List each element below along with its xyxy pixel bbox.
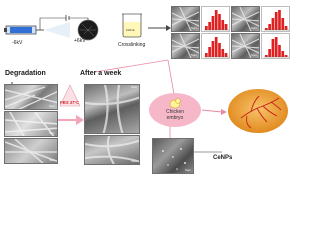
scale-label: 5μm	[191, 26, 197, 30]
collector-fibers	[80, 23, 96, 37]
fiber-texture	[172, 34, 199, 58]
histogram-bar	[274, 37, 278, 57]
after-week-label: After a week	[80, 70, 122, 77]
pbs-flask-body	[59, 84, 81, 107]
chicken-embryo-label: Chicken embryo	[165, 109, 185, 121]
histogram-bar	[218, 14, 221, 30]
histogram-bar	[265, 55, 268, 57]
histogram-svg	[204, 37, 229, 58]
scale-label: 5μm	[185, 168, 191, 172]
voltage-positive-label: +6kV	[74, 38, 86, 44]
sem-fiber-panel: 5μm	[171, 6, 200, 32]
pbs-text: PBS 37°C	[60, 100, 80, 105]
sem-fiber-panel: 5μm	[171, 33, 200, 59]
wire-top	[39, 17, 66, 30]
sem-fiber-panel: 5μm	[231, 33, 260, 59]
cenps-pointer	[194, 151, 222, 153]
pink-circle	[149, 93, 201, 127]
sem-degradation-before-2: 5μm	[4, 111, 58, 137]
histogram-bar	[278, 10, 281, 30]
fiber-texture	[5, 86, 57, 109]
histogram-bar	[221, 49, 225, 57]
fiber-texture	[5, 112, 57, 136]
histogram-bar	[271, 18, 275, 30]
crosslinking-label: Crosslinking	[118, 42, 146, 48]
histogram-svg	[264, 37, 289, 58]
degradation-label: Degradation	[5, 70, 46, 77]
electrospinning-setup	[4, 15, 99, 41]
histogram-bar	[218, 43, 221, 57]
scale-label: 5μm	[49, 131, 55, 135]
fiber-texture	[232, 34, 259, 58]
sem-fiber-panel: 5μm	[231, 6, 260, 32]
histogram-bar	[224, 53, 228, 57]
scale-label: 5μm	[191, 53, 197, 57]
blood-vessels	[240, 95, 282, 129]
voltage-negative-label: -6kV	[12, 40, 23, 46]
sem-cenps: 5μm	[152, 138, 194, 174]
sem-degradation-before-1: 5μm	[4, 84, 58, 110]
sem-degradation-before-3: 5μm	[4, 138, 58, 164]
histogram-bar	[208, 47, 211, 57]
pbs-label: PBS 37°C	[60, 100, 79, 105]
histogram-bar	[211, 41, 215, 57]
histogram-bar	[268, 49, 271, 57]
histogram-svg	[264, 10, 289, 31]
histogram-bar	[268, 24, 271, 30]
histogram-bar	[214, 10, 218, 30]
figure-canvas: -6kV +6kV 100mL Crosslinking 5μm 5μm 5μm 5μ…	[4, 6, 290, 174]
histogram-svg	[204, 10, 229, 31]
pbs-flask	[59, 84, 81, 107]
histogram-bar	[208, 22, 211, 30]
fiber-texture	[5, 139, 57, 163]
histogram-bar	[205, 26, 208, 30]
fiber-texture	[85, 136, 139, 164]
crosslinking-arrow-head	[166, 25, 171, 31]
sem-degradation-after-2: 5μm	[84, 135, 140, 165]
connector-circle-oval	[201, 109, 223, 113]
arrow-to-embryo-head	[221, 109, 227, 115]
scale-label: 5μm	[49, 158, 55, 162]
scale-label: 5μm	[131, 85, 137, 89]
histogram-bar	[281, 51, 285, 57]
fiber-texture	[85, 85, 139, 133]
after-week-arrow-head	[76, 115, 84, 125]
fiber-texture	[232, 7, 259, 31]
scale-label: 5μm	[131, 159, 137, 163]
spray-cone	[44, 22, 70, 38]
histogram-bar	[224, 24, 228, 30]
histogram-panel	[201, 33, 230, 59]
histogram-panel	[261, 6, 290, 32]
fiber-texture	[172, 7, 199, 31]
histogram-bar	[211, 16, 215, 30]
histogram-bar	[278, 45, 281, 57]
sem-degradation-after-1: 5μm	[84, 84, 140, 134]
scale-label: 5μm	[49, 104, 55, 108]
histogram-panel	[261, 33, 290, 59]
histogram-bar	[265, 28, 268, 30]
scale-label: 5μm	[251, 53, 257, 57]
scale-label: 5μm	[251, 26, 257, 30]
histogram-bar	[284, 55, 288, 57]
histogram-bar	[221, 20, 225, 30]
chick-icon	[169, 98, 181, 109]
particle-texture	[162, 148, 186, 170]
histogram-bar	[205, 53, 208, 57]
beaker-top-empty	[123, 14, 141, 22]
histogram-bar	[271, 39, 275, 57]
histogram-bar	[274, 12, 278, 30]
connector-grid-degradation	[94, 59, 169, 73]
egg-oval	[228, 89, 288, 133]
syringe-plunger	[4, 28, 7, 32]
beaker-label: 100mL	[126, 28, 136, 32]
syringe-fluid	[10, 27, 32, 33]
embryo-egg-image	[228, 89, 288, 133]
histogram-bar	[214, 37, 218, 57]
histogram-bar	[284, 26, 288, 30]
beaker	[122, 13, 142, 38]
cenps-label: CeNPs	[213, 155, 233, 161]
histogram-bar	[281, 18, 285, 30]
histogram-panel	[201, 6, 230, 32]
